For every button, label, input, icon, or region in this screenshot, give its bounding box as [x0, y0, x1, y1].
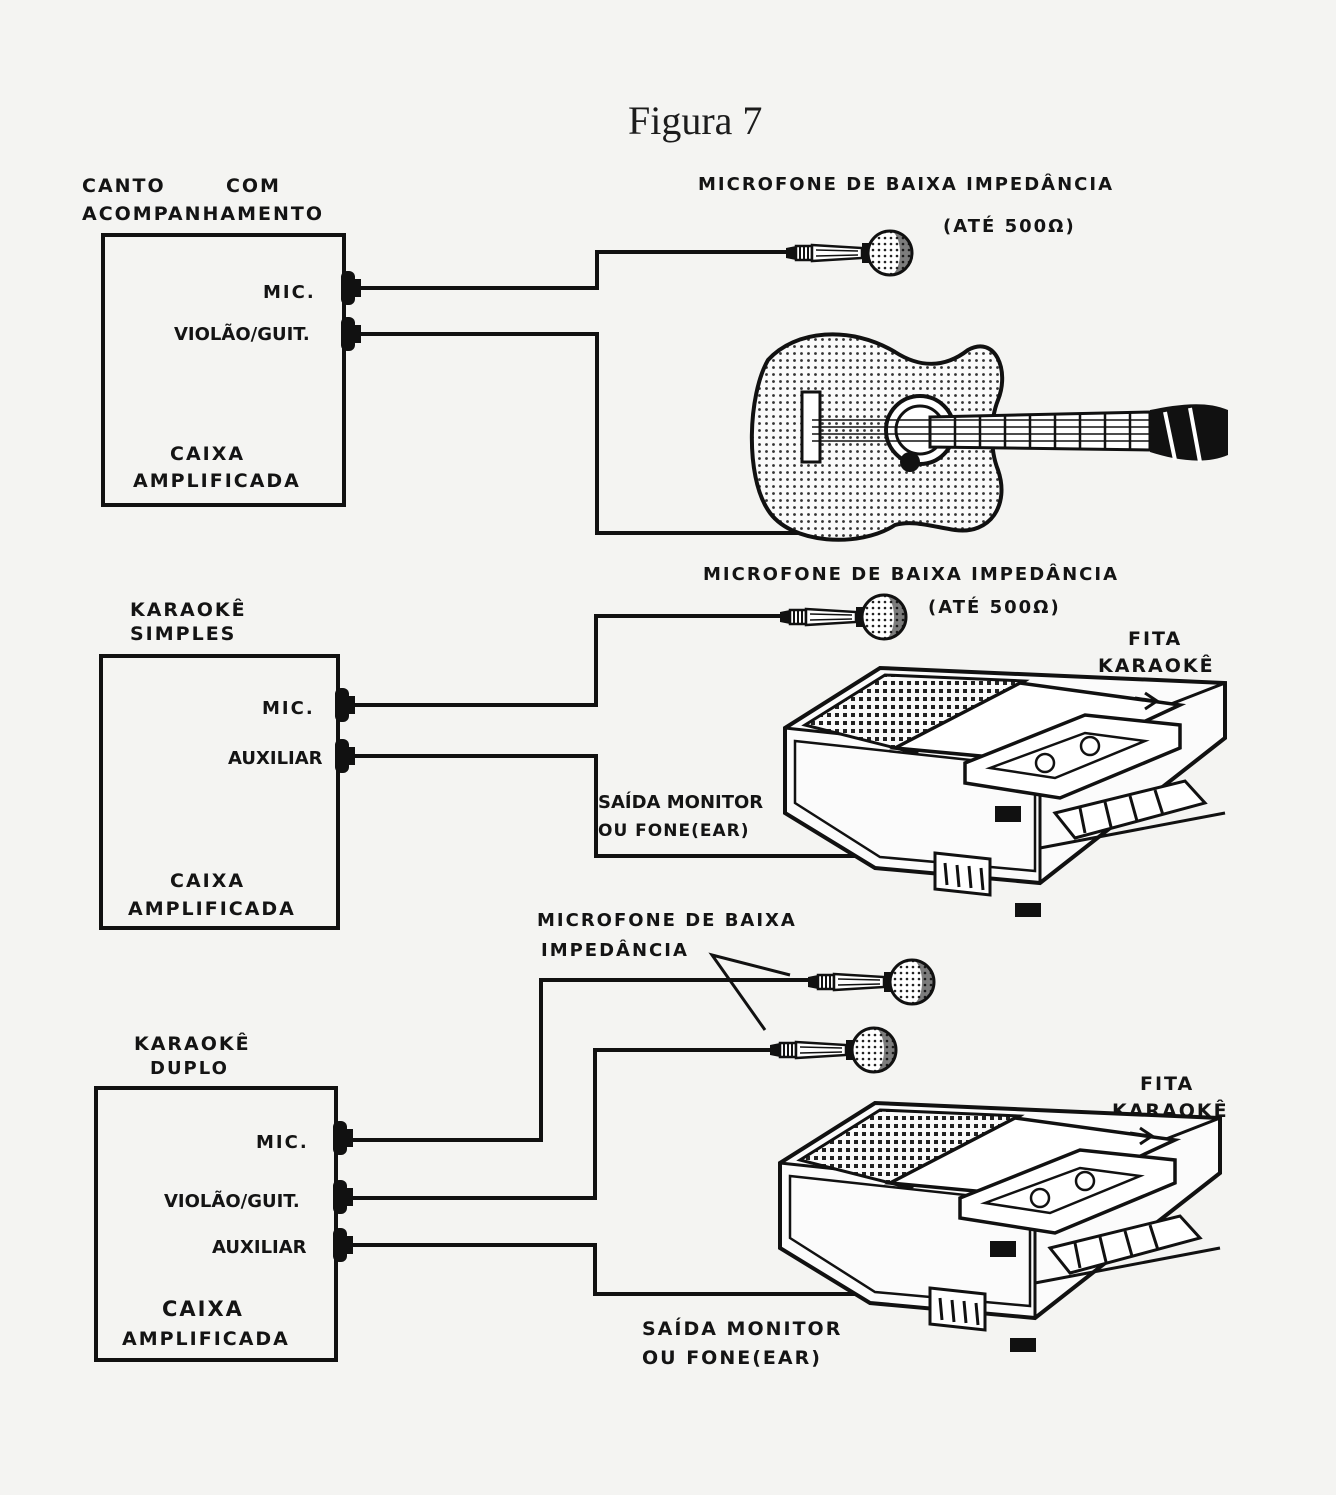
section2-mic-jack	[335, 688, 355, 722]
cassette-recorder-icon	[778, 1101, 1222, 1354]
section3-input-aux-label: AUXILIAR	[212, 1237, 307, 1258]
section1-amplifier-box	[101, 233, 346, 507]
section1-mic-label-line2: (ATÉ 500Ω)	[943, 215, 1076, 237]
section3-box-label-line1: CAIXA	[162, 1297, 244, 1321]
section2-mic-cable	[354, 614, 780, 707]
section3-box-label-line2: AMPLIFICADA	[122, 1328, 290, 1350]
section3-mic-label-line1: MICROFONE DE BAIXA	[537, 910, 797, 931]
section3-mic1-cable	[352, 978, 808, 1142]
section1-mic-cable	[360, 250, 786, 290]
section3-guitar-jack	[333, 1180, 353, 1214]
section2-aux-jack	[335, 739, 355, 773]
section3-output-label-line1: SAÍDA MONITOR	[642, 1317, 842, 1340]
section1-heading-line1: CANTO COM	[82, 175, 281, 197]
section3-mic2-cable	[352, 1048, 770, 1200]
section2-heading-line1: KARAOKÊ	[130, 598, 247, 621]
section2-mic-label-line1: MICROFONE DE BAIXA IMPEDÂNCIA	[703, 563, 1119, 585]
section-karaoke-simples: KARAOKÊ SIMPLES MIC. AUXILIAR CAIXA AMPL…	[99, 563, 1227, 930]
section1-box-label-line1: CAIXA	[170, 443, 245, 465]
section3-input-guitar-label: VIOLÃO/GUIT.	[164, 1189, 300, 1212]
section1-input-mic-label: MIC.	[263, 282, 316, 303]
microphone-icon	[784, 229, 914, 277]
section2-tape-label-line1: FITA	[1128, 628, 1182, 650]
section2-tape-label-line2: KARAOKÊ	[1098, 654, 1215, 677]
microphone-icon	[806, 958, 936, 1006]
figure-title: Figura 7	[628, 98, 762, 143]
section1-guitar-jack	[341, 317, 361, 351]
section1-heading-line2: ACOMPANHAMENTO	[82, 203, 324, 225]
section3-mic-pointer	[708, 952, 791, 1031]
section2-mic-label-line2: (ATÉ 500Ω)	[928, 596, 1061, 618]
section1-input-guitar-label: VIOLÃO/GUIT.	[174, 322, 310, 345]
section2-heading-line2: SIMPLES	[130, 623, 236, 645]
section3-mic-label-line2: IMPEDÂNCIA	[541, 939, 689, 961]
section1-mic-label-line1: MICROFONE DE BAIXA IMPEDÂNCIA	[698, 173, 1114, 195]
microphone-icon	[778, 593, 908, 641]
section2-box-label-line1: CAIXA	[170, 870, 245, 892]
section3-tape-label-line1: FITA	[1140, 1073, 1194, 1095]
section3-output-label-line2: OU FONE(EAR)	[642, 1347, 822, 1369]
section2-output-label-line1: SAÍDA MONITOR	[598, 791, 763, 813]
guitar-icon	[749, 332, 1228, 542]
section3-amplifier-box	[94, 1086, 338, 1362]
section1-mic-jack	[341, 271, 361, 305]
section2-input-mic-label: MIC.	[262, 698, 315, 719]
section3-input-mic-label: MIC.	[256, 1132, 309, 1153]
section2-output-label-line2: OU FONE(EAR)	[598, 821, 749, 841]
microphone-icon	[768, 1026, 898, 1074]
section-karaoke-duplo: KARAOKÊ DUPLO MIC. VIOLÃO/GUIT. AUXILIAR…	[94, 910, 1227, 1369]
section2-amplifier-box	[99, 654, 340, 930]
section2-input-aux-label: AUXILIAR	[228, 748, 323, 769]
section3-heading-line1: KARAOKÊ	[134, 1032, 251, 1055]
section3-aux-jack	[333, 1228, 353, 1262]
section-canto-acompanhamento: CANTO COM ACOMPANHAMENTO MIC. VIOLÃO/GUI…	[82, 173, 1228, 542]
section3-heading-line2: DUPLO	[150, 1058, 229, 1079]
section2-box-label-line2: AMPLIFICADA	[128, 898, 296, 920]
cassette-recorder-icon	[783, 666, 1227, 919]
section3-mic-jack	[333, 1121, 353, 1155]
section1-box-label-line2: AMPLIFICADA	[133, 470, 301, 492]
